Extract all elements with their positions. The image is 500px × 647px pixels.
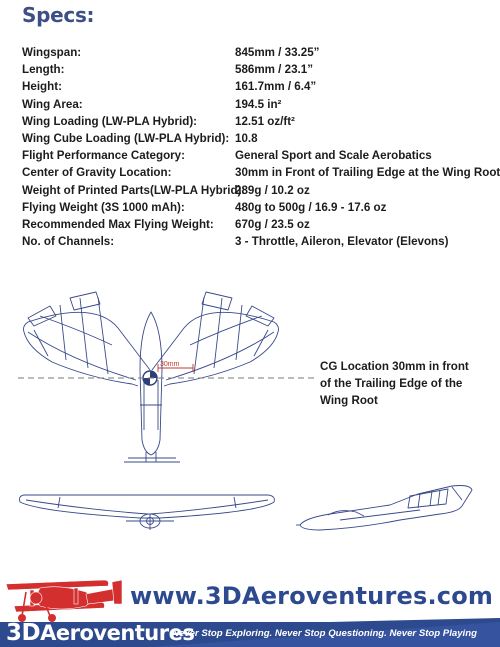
cg-callout: CG Location 30mm in front of the Trailin… (320, 358, 470, 409)
spec-row: Wing Cube Loading (LW-PLA Hybrid): 10.8 (22, 130, 492, 147)
footer-banner (0, 618, 500, 647)
spec-value: 845mm / 33.25” (235, 46, 320, 59)
spec-row: Weight of Printed Parts(LW-PLA Hybrid):2… (22, 182, 492, 199)
spec-label: Wing Cube Loading (LW-PLA Hybrid): (22, 131, 230, 145)
airplane-line-drawing: 30mm (18, 291, 473, 531)
spec-label: Wing Loading (LW-PLA Hybrid): (22, 114, 198, 128)
brand-name: Aeroventures (40, 621, 195, 645)
spec-value: General Sport and Scale Aerobatics (235, 149, 432, 163)
spec-row: Wing Area: 194.5 in² (22, 96, 492, 113)
spec-value: 3 - Throttle, Aileron, Elevator (Elevons… (235, 235, 449, 249)
spec-row: Flight Performance Category: General Spor… (22, 147, 492, 164)
spec-row: Wing Loading (LW-PLA Hybrid): 12.51 oz/ft… (22, 113, 492, 130)
cg-callout-line: Wing Root (320, 394, 378, 407)
spec-value: 194.5 in² (235, 97, 282, 111)
side-view (296, 485, 473, 531)
spec-value: 586mm / 23.1” (235, 63, 313, 77)
spec-row: Wingspan: 845mm / 33.25” (22, 44, 492, 61)
spec-value: 10.8 (235, 131, 258, 145)
spec-value: 289g / 10.2 oz (235, 183, 310, 197)
spec-value: 161.7mm / 6.4” (235, 80, 317, 94)
top-view (23, 291, 279, 463)
spec-row: Recommended Max Flying Weight: 670g / 23.… (22, 216, 492, 233)
spec-row: Height: 161.7mm / 6.4” (22, 78, 492, 95)
spec-label: Length: (22, 63, 65, 77)
spec-label: Height: (22, 80, 62, 94)
spec-value: 12.51 oz/ft² (235, 114, 295, 128)
spec-label: Weight of Printed Parts(LW-PLA Hybrid): (22, 183, 246, 197)
spec-row: Center of Gravity Location: 30mm in Front… (22, 164, 500, 181)
cg-dimension-line (157, 364, 194, 372)
spec-value: 30mm in Front of Trailing Edge at the Wi… (235, 166, 500, 180)
spec-label: Flight Performance Category: (22, 149, 185, 163)
spec-label: Center of Gravity Location: (22, 166, 172, 180)
specs-title: Specs: (22, 3, 95, 27)
brand-prefix: 3D (6, 620, 41, 646)
spec-row: No. of Channels: 3 - Throttle, Aileron, E… (22, 233, 492, 250)
spec-value: 480g to 500g / 16.9 - 17.6 oz (235, 200, 387, 214)
brand-logo: 3DAeroventures (6, 620, 195, 646)
biplane-logo-icon (5, 579, 123, 622)
dimension-label: 30mm (160, 361, 180, 368)
spec-row: Flying Weight (3S 1000 mAh): 480g to 500g… (22, 199, 492, 216)
spec-label: Recommended Max Flying Weight: (22, 217, 214, 231)
spec-label: No. of Channels: (22, 235, 115, 249)
front-view (19, 494, 275, 530)
spec-label: Flying Weight (3S 1000 mAh): (22, 200, 185, 214)
tagline: Never Stop Exploring. Never Stop Questio… (172, 628, 477, 639)
spec-row: Length: 586mm / 23.1” (22, 61, 492, 78)
spec-label: Wing Area: (22, 97, 83, 111)
website-url[interactable]: www.3DAeroventures.com (130, 582, 494, 610)
cg-callout-line: CG Location 30mm in front (320, 360, 469, 373)
cg-callout-line: of the Trailing Edge of the (320, 377, 463, 390)
specs-table: Wingspan: 845mm / 33.25” Length: 586mm / 2… (22, 44, 500, 250)
spec-value: 670g / 23.5 oz (235, 217, 310, 231)
spec-label: Wingspan: (22, 46, 82, 59)
